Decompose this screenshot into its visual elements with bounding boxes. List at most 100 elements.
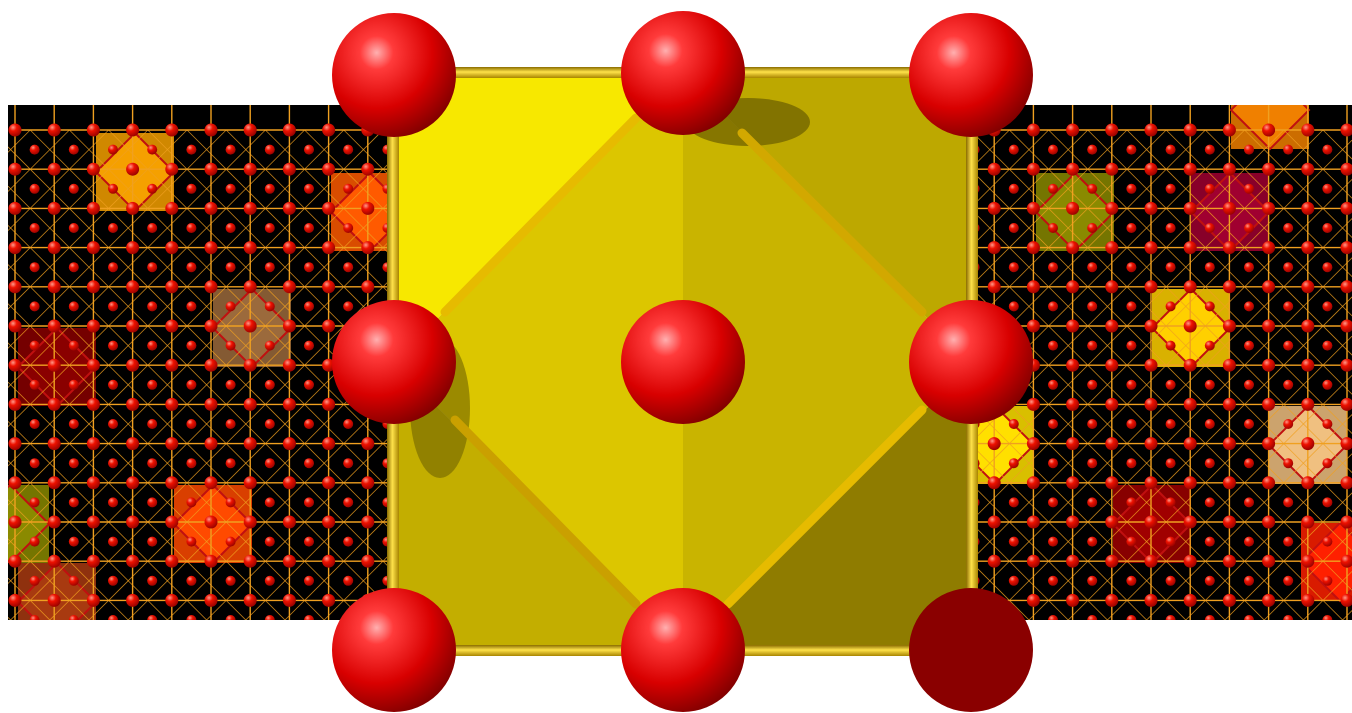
lattice-atom — [304, 458, 314, 468]
lattice-atom — [226, 341, 236, 351]
lattice-atom — [1066, 320, 1079, 333]
lattice-atom — [244, 241, 257, 254]
lattice-atom — [1048, 458, 1058, 468]
lattice-atom — [304, 301, 314, 311]
lattice-atom — [1223, 320, 1236, 333]
lattice-atom — [126, 359, 139, 372]
lattice-atom — [147, 615, 157, 625]
lattice-atom — [1105, 359, 1118, 372]
lattice-atom — [87, 202, 100, 215]
lattice-atom — [69, 145, 79, 155]
lattice-atom — [48, 476, 61, 489]
lattice-atom — [1244, 301, 1254, 311]
lattice-atom — [1184, 163, 1197, 176]
lattice-atom — [87, 398, 100, 411]
lattice-atom — [265, 380, 275, 390]
lattice-atom — [226, 223, 236, 233]
lattice-atom — [1145, 163, 1158, 176]
lattice-atom — [1283, 458, 1293, 468]
lattice-atom — [48, 163, 61, 176]
lattice-atom — [226, 615, 236, 625]
lattice-atom — [1009, 184, 1019, 194]
lattice-atom — [30, 341, 40, 351]
lattice-atom — [1166, 380, 1176, 390]
lattice-atom — [1048, 537, 1058, 547]
lattice-atom — [108, 576, 118, 586]
lattice-atom — [1087, 341, 1097, 351]
lattice-atom — [165, 437, 178, 450]
lattice-atom — [30, 615, 40, 625]
lattice-atom — [1145, 320, 1158, 333]
lattice-atom — [165, 555, 178, 568]
lattice-atom — [87, 555, 100, 568]
lattice-atom — [244, 280, 257, 293]
lattice-atom — [1105, 555, 1118, 568]
lattice-atom — [205, 202, 218, 215]
lattice-atom — [1283, 576, 1293, 586]
lattice-atom — [1184, 437, 1197, 450]
lattice-atom — [1087, 458, 1097, 468]
lattice-atom — [165, 359, 178, 372]
lattice-atom — [1066, 280, 1079, 293]
lattice-atom — [126, 437, 139, 450]
lattice-atom — [1027, 594, 1040, 607]
lattice-atom — [30, 184, 40, 194]
lattice-atom — [147, 145, 157, 155]
lattice-atom — [147, 301, 157, 311]
lattice-atom — [205, 516, 218, 529]
lattice-atom — [988, 476, 1001, 489]
lattice-atom — [283, 555, 296, 568]
lattice-atom — [1322, 223, 1332, 233]
lattice-atom — [108, 184, 118, 194]
lattice-atom — [1027, 124, 1040, 137]
lattice-atom — [30, 145, 40, 155]
oxygen-atom — [909, 300, 1033, 424]
lattice-atom — [126, 320, 139, 333]
lattice-atom — [1166, 576, 1176, 586]
lattice-atom — [1126, 615, 1136, 625]
lattice-atom — [1009, 497, 1019, 507]
lattice-atom — [1166, 419, 1176, 429]
lattice-atom — [1126, 497, 1136, 507]
lattice-atom — [1205, 419, 1215, 429]
lattice-atom — [165, 320, 178, 333]
lattice-atom — [30, 380, 40, 390]
lattice-atom — [322, 398, 335, 411]
lattice-atom — [1223, 516, 1236, 529]
lattice-atom — [1262, 124, 1275, 137]
lattice-atom — [9, 555, 22, 568]
lattice-atom — [1322, 458, 1332, 468]
lattice-atom — [1262, 476, 1275, 489]
lattice-atom — [1322, 145, 1332, 155]
lattice-atom — [1145, 124, 1158, 137]
lattice-atom — [205, 241, 218, 254]
lattice-atom — [30, 537, 40, 547]
lattice-atom — [1205, 145, 1215, 155]
lattice-atom — [226, 301, 236, 311]
lattice-atom — [283, 202, 296, 215]
lattice-atom — [205, 359, 218, 372]
oxygen-atom — [332, 300, 456, 424]
lattice-atom — [244, 163, 257, 176]
lattice-atom — [147, 497, 157, 507]
lattice-atom — [165, 163, 178, 176]
lattice-atom — [108, 537, 118, 547]
lattice-atom — [1048, 341, 1058, 351]
lattice-atom — [322, 320, 335, 333]
lattice-atom — [265, 419, 275, 429]
lattice-atom — [165, 516, 178, 529]
lattice-atom — [1283, 301, 1293, 311]
lattice-atom — [322, 555, 335, 568]
lattice-atom — [1126, 458, 1136, 468]
lattice-atom — [1145, 241, 1158, 254]
lattice-atom — [304, 576, 314, 586]
lattice-atom — [265, 262, 275, 272]
lattice-atom — [343, 184, 353, 194]
lattice-atom — [9, 594, 22, 607]
lattice-atom — [361, 163, 374, 176]
lattice-atom — [1244, 341, 1254, 351]
lattice-atom — [186, 301, 196, 311]
lattice-atom — [1244, 184, 1254, 194]
lattice-atom — [1066, 241, 1079, 254]
lattice-atom — [30, 301, 40, 311]
